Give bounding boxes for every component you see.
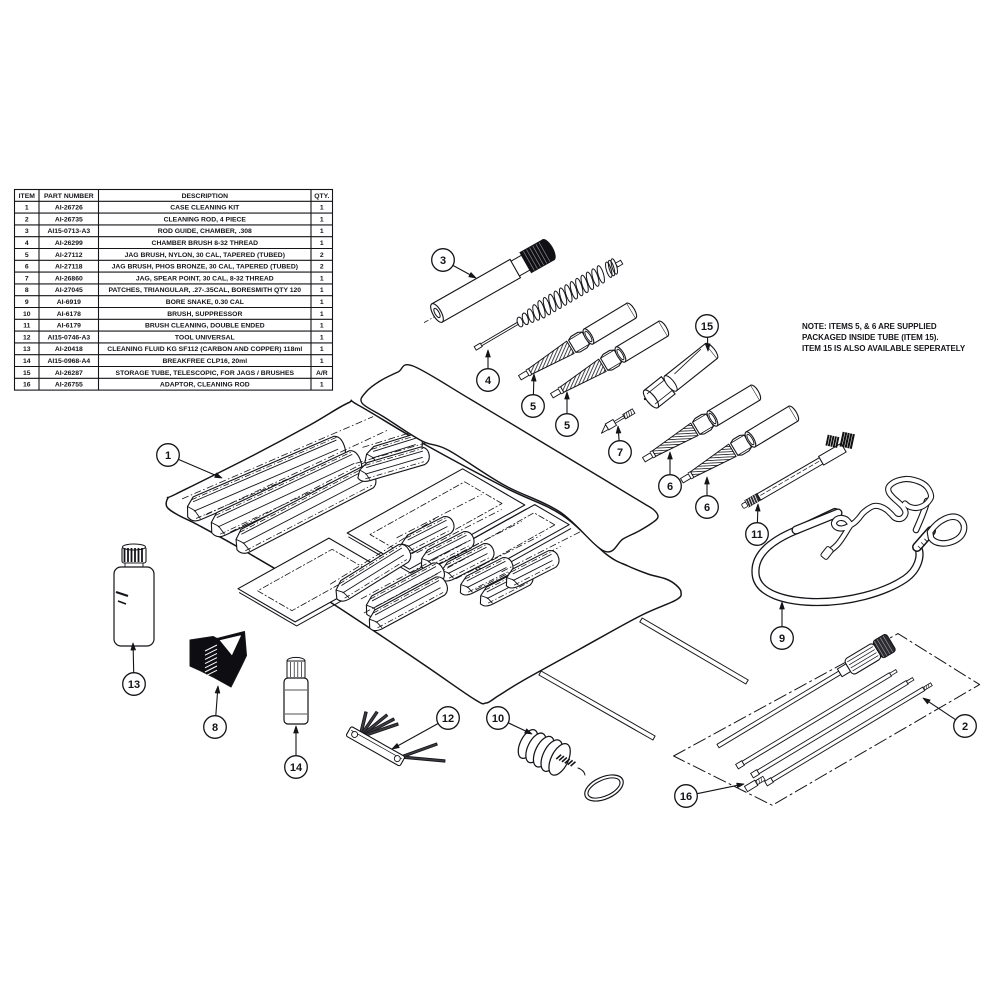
svg-text:16: 16 bbox=[680, 791, 692, 803]
svg-text:1: 1 bbox=[320, 299, 324, 306]
svg-text:1: 1 bbox=[320, 311, 324, 318]
svg-text:7: 7 bbox=[25, 275, 29, 282]
svg-text:CHAMBER BRUSH 8-32 THREAD: CHAMBER BRUSH 8-32 THREAD bbox=[152, 240, 259, 247]
svg-text:AI-26735: AI-26735 bbox=[55, 216, 83, 223]
svg-text:TOOL UNIVERSAL: TOOL UNIVERSAL bbox=[175, 334, 235, 341]
svg-text:JAG BRUSH, NYLON, 30 CAL, TAPE: JAG BRUSH, NYLON, 30 CAL, TAPERED (TUBED… bbox=[125, 252, 285, 259]
svg-text:16: 16 bbox=[23, 382, 31, 389]
svg-text:9: 9 bbox=[25, 299, 29, 306]
svg-text:AI-26726: AI-26726 bbox=[55, 205, 83, 212]
svg-text:1: 1 bbox=[320, 382, 324, 389]
svg-text:CASE CLEANING KIT: CASE CLEANING KIT bbox=[170, 205, 240, 212]
svg-text:AI-6178: AI-6178 bbox=[57, 311, 81, 318]
svg-text:1: 1 bbox=[320, 334, 324, 341]
svg-text:DESCRIPTION: DESCRIPTION bbox=[182, 193, 229, 200]
svg-text:15: 15 bbox=[23, 370, 31, 377]
svg-text:3: 3 bbox=[25, 228, 29, 235]
svg-text:14: 14 bbox=[290, 762, 303, 774]
svg-text:4: 4 bbox=[25, 240, 29, 247]
svg-text:AI-27112: AI-27112 bbox=[55, 252, 83, 259]
svg-text:10: 10 bbox=[23, 311, 31, 318]
svg-text:5: 5 bbox=[530, 401, 536, 413]
svg-text:12: 12 bbox=[442, 713, 454, 725]
svg-text:AI-27118: AI-27118 bbox=[55, 264, 83, 271]
svg-text:AI-27045: AI-27045 bbox=[55, 287, 83, 294]
svg-text:5: 5 bbox=[564, 420, 570, 432]
svg-text:JAG BRUSH, PHOS BRONZE, 30 CAL: JAG BRUSH, PHOS BRONZE, 30 CAL, TAPERED … bbox=[112, 264, 298, 271]
svg-text:CLEANING FLUID KG SF112 (CARBO: CLEANING FLUID KG SF112 (CARBON AND COPP… bbox=[107, 346, 302, 353]
svg-text:13: 13 bbox=[128, 679, 140, 691]
svg-text:11: 11 bbox=[23, 323, 30, 330]
svg-text:8: 8 bbox=[212, 722, 218, 734]
svg-text:CLEANING ROD, 4 PIECE: CLEANING ROD, 4 PIECE bbox=[164, 216, 247, 223]
svg-text:6: 6 bbox=[704, 502, 710, 514]
svg-text:BRUSH, SUPPRESSOR: BRUSH, SUPPRESSOR bbox=[167, 311, 242, 318]
svg-text:1: 1 bbox=[320, 216, 324, 223]
svg-text:8: 8 bbox=[25, 287, 29, 294]
svg-text:AI-26287: AI-26287 bbox=[55, 370, 83, 377]
svg-text:AI-26755: AI-26755 bbox=[55, 382, 83, 389]
svg-text:NOTE: ITEMS 5, & 6 ARE SUPPLIE: NOTE: ITEMS 5, & 6 ARE SUPPLIED bbox=[802, 322, 937, 331]
svg-text:1: 1 bbox=[25, 205, 29, 212]
svg-text:ADAPTOR, CLEANING ROD: ADAPTOR, CLEANING ROD bbox=[160, 382, 250, 389]
svg-text:13: 13 bbox=[23, 346, 31, 353]
svg-text:ITEM: ITEM bbox=[19, 193, 36, 200]
svg-text:AI15-0968-A4: AI15-0968-A4 bbox=[47, 358, 90, 365]
svg-text:1: 1 bbox=[320, 358, 324, 365]
svg-text:ROD GUIDE, CHAMBER, .308: ROD GUIDE, CHAMBER, .308 bbox=[158, 228, 252, 235]
svg-text:BORE SNAKE, 0.30 CAL: BORE SNAKE, 0.30 CAL bbox=[166, 299, 244, 306]
svg-text:1: 1 bbox=[320, 287, 324, 294]
svg-text:1: 1 bbox=[165, 450, 171, 462]
svg-text:2: 2 bbox=[25, 216, 29, 223]
svg-text:AI-6179: AI-6179 bbox=[57, 323, 81, 330]
svg-text:JAG, SPEAR POINT, 30 CAL, 8-32: JAG, SPEAR POINT, 30 CAL, 8-32 THREAD bbox=[136, 275, 274, 282]
svg-text:14: 14 bbox=[23, 358, 31, 365]
svg-text:2: 2 bbox=[962, 721, 968, 733]
svg-text:11: 11 bbox=[751, 529, 763, 541]
svg-text:AI15-0713-A3: AI15-0713-A3 bbox=[47, 228, 90, 235]
svg-text:STORAGE TUBE, TELESCOPIC, FOR: STORAGE TUBE, TELESCOPIC, FOR JAGS / BRU… bbox=[116, 370, 295, 377]
svg-text:AI-26860: AI-26860 bbox=[55, 275, 83, 282]
svg-text:1: 1 bbox=[320, 323, 324, 330]
svg-text:12: 12 bbox=[23, 334, 31, 341]
svg-text:5: 5 bbox=[25, 252, 29, 259]
svg-text:3: 3 bbox=[440, 255, 446, 267]
svg-text:AI-20418: AI-20418 bbox=[55, 346, 83, 353]
svg-text:15: 15 bbox=[701, 321, 713, 333]
svg-text:AI15-0746-A3: AI15-0746-A3 bbox=[47, 334, 90, 341]
svg-text:1: 1 bbox=[320, 205, 324, 212]
svg-text:4: 4 bbox=[485, 375, 492, 387]
svg-text:6: 6 bbox=[667, 481, 673, 493]
svg-text:PACKAGED INSIDE TUBE (ITEM 15): PACKAGED INSIDE TUBE (ITEM 15). bbox=[802, 333, 939, 342]
svg-text:1: 1 bbox=[320, 240, 324, 247]
svg-text:1: 1 bbox=[320, 228, 324, 235]
svg-text:1: 1 bbox=[320, 275, 324, 282]
svg-text:10: 10 bbox=[492, 713, 504, 725]
svg-text:BRUSH CLEANING, DOUBLE ENDED: BRUSH CLEANING, DOUBLE ENDED bbox=[145, 323, 265, 330]
svg-text:BREAKFREE CLP16, 20ml: BREAKFREE CLP16, 20ml bbox=[162, 358, 247, 365]
svg-text:PART NUMBER: PART NUMBER bbox=[44, 193, 94, 200]
svg-text:2: 2 bbox=[320, 264, 324, 271]
svg-text:AI-6919: AI-6919 bbox=[57, 299, 81, 306]
svg-text:ITEM 15 IS ALSO AVAILABLE SEPE: ITEM 15 IS ALSO AVAILABLE SEPERATELY bbox=[802, 344, 966, 353]
svg-text:1: 1 bbox=[320, 346, 324, 353]
svg-text:QTY.: QTY. bbox=[314, 193, 329, 200]
svg-text:9: 9 bbox=[779, 633, 785, 645]
svg-text:7: 7 bbox=[617, 447, 623, 459]
svg-text:A/R: A/R bbox=[316, 370, 328, 377]
svg-text:PATCHES, TRIANGULAR, .27-.35CA: PATCHES, TRIANGULAR, .27-.35CAL, BORESMI… bbox=[108, 287, 301, 294]
svg-text:6: 6 bbox=[25, 264, 29, 271]
svg-text:2: 2 bbox=[320, 252, 324, 259]
svg-text:AI-26299: AI-26299 bbox=[55, 240, 83, 247]
